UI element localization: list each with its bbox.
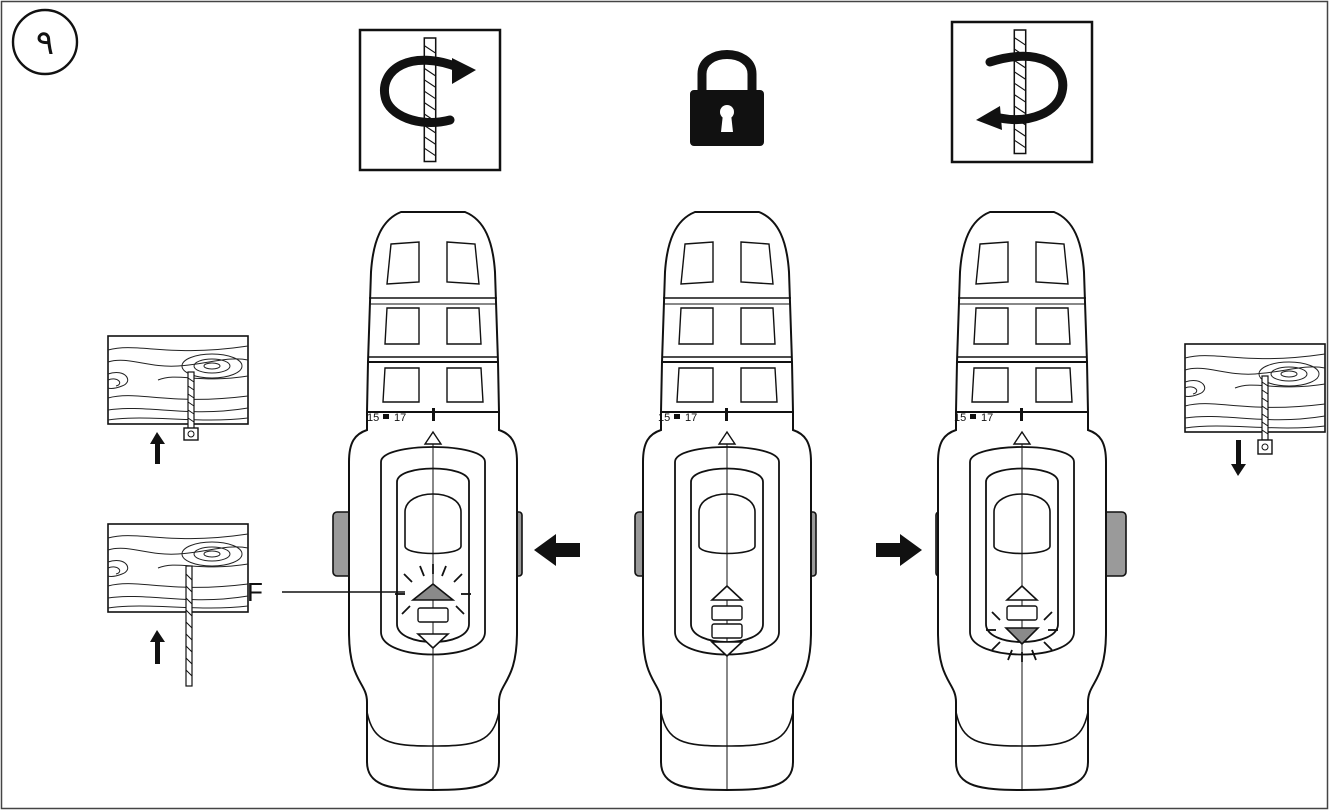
arrow-left-icon <box>534 534 580 566</box>
arrow-up-icon <box>150 432 165 464</box>
arrow-up-icon <box>150 630 165 664</box>
padlock-icon <box>690 50 764 146</box>
torque-dot <box>970 414 976 419</box>
arrow-down-icon <box>1231 440 1246 476</box>
reverse-indicator-lit <box>1004 627 1040 646</box>
wood-screw-in <box>107 335 249 464</box>
torque-mark-high: 17 <box>981 412 993 424</box>
screw <box>1257 375 1273 455</box>
drill-lock: 15 17 <box>634 211 817 791</box>
indicator-glow-rays <box>395 564 471 615</box>
drill-reverse: 15 17 <box>935 211 1127 791</box>
rotate-clockwise-drill-bit-icon <box>358 28 502 172</box>
reverse-indicator <box>709 641 745 658</box>
torque-mark-low: 15 <box>954 412 966 424</box>
drill-bit <box>185 565 193 687</box>
forward-indicator-lit <box>410 582 456 601</box>
torque-mark-low: 15 <box>367 412 379 424</box>
screw <box>183 371 199 441</box>
callout-label: F <box>247 577 263 607</box>
wood-screw-out <box>1184 343 1326 476</box>
torque-dot <box>383 414 389 419</box>
figure-number-badge: ٩ <box>11 8 79 76</box>
torque-mark-low: 15 <box>658 412 670 424</box>
forward-indicator <box>1004 584 1040 601</box>
forward-indicator <box>709 584 745 601</box>
figure-number: ٩ <box>36 24 54 62</box>
rotate-counterclockwise-drill-bit-icon <box>950 20 1094 164</box>
torque-dot <box>674 414 680 419</box>
reverse-indicator <box>415 633 451 650</box>
arrow-right-icon <box>876 534 922 566</box>
drill-mode-mark <box>725 408 728 421</box>
drill-mode-mark <box>1020 408 1023 421</box>
drill-forward: 15 17 <box>332 211 523 791</box>
torque-mark-high: 17 <box>394 412 406 424</box>
wood-drill-bit-in <box>107 523 249 687</box>
drill-mode-mark <box>432 408 435 421</box>
torque-mark-high: 17 <box>685 412 697 424</box>
indicator-glow-rays <box>986 611 1058 662</box>
